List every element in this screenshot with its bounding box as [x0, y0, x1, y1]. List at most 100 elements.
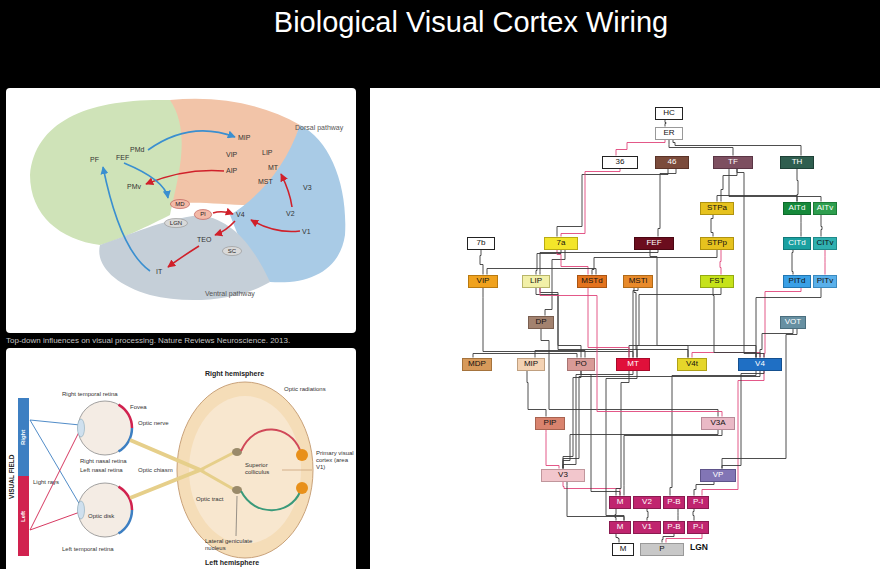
connector	[563, 371, 633, 469]
connector	[722, 329, 797, 469]
connector	[616, 140, 665, 156]
area-label: AIP	[226, 167, 237, 175]
area-box: VP	[700, 469, 736, 482]
area-name: MSTl	[629, 277, 648, 285]
area-name: M	[617, 523, 624, 531]
area-box: V3A	[701, 417, 735, 430]
area-box: M	[609, 521, 631, 534]
connector	[693, 509, 694, 521]
area-name: CITv	[817, 239, 834, 247]
area-label: MT	[268, 164, 278, 172]
structure-label: Lateral geniculate nucleus	[205, 538, 267, 552]
connector	[616, 534, 619, 543]
area-box: 46	[655, 156, 689, 169]
area-box: MDP	[462, 358, 492, 371]
connector	[737, 169, 764, 358]
structure-label: Fovea	[130, 404, 147, 411]
connector	[670, 371, 756, 496]
field-side-label: Left	[20, 510, 27, 521]
field-side-label: Right	[20, 429, 27, 444]
area-box: V2	[633, 496, 661, 509]
connector	[711, 215, 713, 237]
area-label: VIP	[226, 151, 237, 159]
connector	[729, 169, 821, 202]
area-name: VIP	[477, 277, 490, 285]
area-name: M	[617, 498, 624, 506]
structure-label: Optic chiasm	[138, 467, 173, 474]
area-box: 7a	[544, 237, 578, 250]
connector	[662, 534, 674, 543]
connector	[647, 509, 648, 521]
connector	[650, 250, 756, 358]
structure-label: Light rays	[33, 479, 59, 486]
area-name: STPp	[707, 239, 727, 247]
connector	[669, 140, 733, 156]
area-label: MST	[258, 178, 273, 186]
connector	[666, 534, 702, 543]
group-label: LGN	[690, 543, 708, 553]
connector	[825, 250, 826, 275]
area-name: MT	[627, 360, 639, 368]
area-name: DP	[535, 318, 546, 326]
area-name: P	[659, 545, 664, 553]
area-name: V4	[755, 360, 765, 368]
structure-label: Optic tract	[196, 496, 223, 503]
area-name: MIP	[524, 360, 538, 368]
connector	[821, 215, 822, 237]
area-name: ER	[663, 129, 674, 137]
connector	[615, 509, 616, 521]
area-box: P-I	[687, 521, 709, 534]
connector	[756, 288, 821, 358]
area-box: AITd	[783, 202, 811, 215]
area-box: 7b	[467, 237, 495, 250]
connector	[720, 250, 721, 275]
area-name: PIP	[544, 419, 557, 427]
area-name: P-B	[667, 523, 680, 531]
structure-label: Primary visual cortex (area V1)	[316, 450, 354, 471]
area-name: AITd	[789, 204, 806, 212]
area-box: VIP	[468, 275, 498, 288]
area-name: V1	[642, 523, 652, 531]
area-name: V3	[558, 471, 568, 479]
area-name: FEF	[646, 239, 661, 247]
connector	[665, 120, 666, 127]
structure-label: Left nasal retina	[80, 467, 123, 474]
area-box: P-B	[663, 521, 685, 534]
connector	[797, 169, 798, 202]
area-box: V1	[633, 521, 661, 534]
area-name: PITv	[817, 277, 833, 285]
area-name: HC	[663, 109, 675, 117]
area-box: PIP	[535, 417, 565, 430]
area-label: FEF	[116, 154, 129, 162]
structure-label: Right temporal retina	[62, 391, 118, 398]
connector	[801, 215, 802, 237]
area-name: Pl	[200, 211, 205, 217]
area-name: STPa	[707, 204, 727, 212]
area-box: M	[609, 496, 631, 509]
connector	[546, 430, 559, 469]
connector	[713, 288, 756, 358]
area-name: LIP	[530, 277, 542, 285]
connector	[563, 371, 760, 469]
area-label: PF	[90, 156, 99, 164]
area-box: CITd	[783, 237, 811, 250]
area-name: V4t	[686, 360, 698, 368]
structure-label: Optic radiations	[284, 386, 326, 393]
connector	[592, 250, 717, 275]
area-box: MSTl	[623, 275, 653, 288]
area-box: AITv	[813, 202, 837, 215]
connector	[581, 371, 620, 496]
area-label: V1	[302, 228, 311, 236]
area-box: 36	[602, 156, 638, 169]
connector	[624, 430, 722, 496]
hemisphere-label: Left hemisphere	[205, 559, 259, 567]
connector	[616, 371, 629, 496]
axis-label: VISUAL FIELD	[8, 454, 15, 498]
area-name: PITd	[789, 277, 806, 285]
area-name: V3A	[710, 419, 725, 427]
area-label: LIP	[262, 149, 273, 157]
area-box: FST	[700, 275, 734, 288]
area-box: P	[640, 543, 684, 556]
area-label: PMd	[130, 146, 144, 154]
